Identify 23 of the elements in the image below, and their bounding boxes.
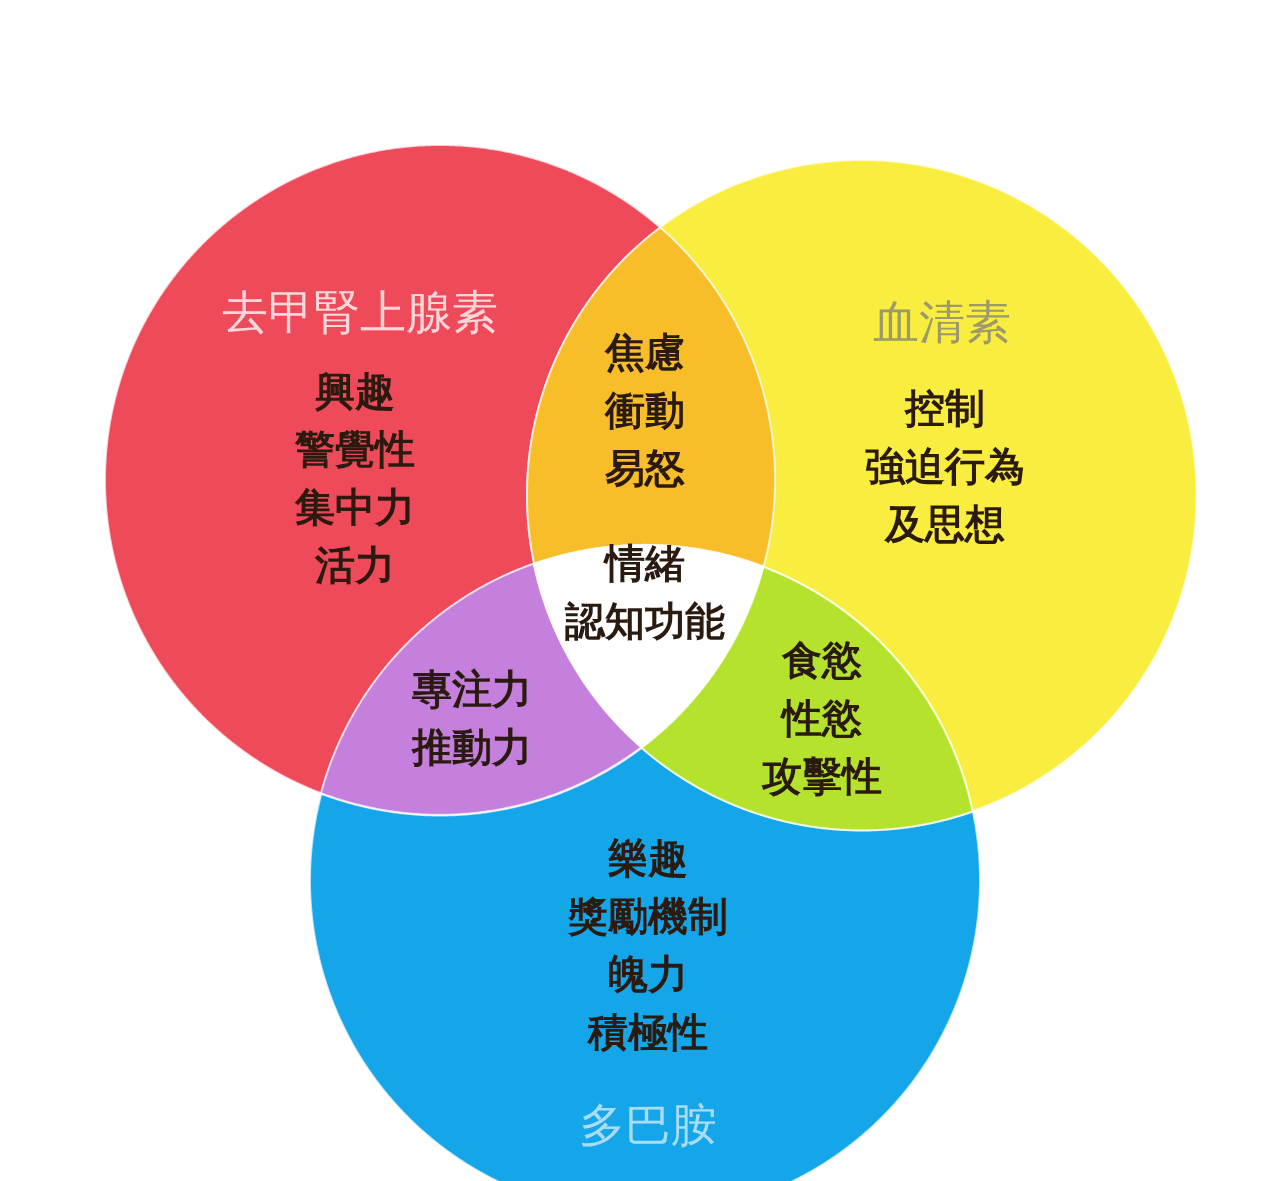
trait-label: 易怒 [605,444,685,493]
trait-label: 警覺性 [295,425,415,474]
trait-label: 認知功能 [565,597,725,646]
trait-label: 活力 [315,541,395,590]
circle-title: 多巴胺 [579,1097,717,1153]
trait-label: 控制 [903,384,986,433]
circle-title: 去甲腎上腺素 [222,284,498,340]
trait-label: 集中力 [295,483,415,532]
trait-label: 情緒 [605,539,685,588]
trait-label: 焦慮 [605,328,685,377]
circle-title: 血清素 [873,294,1011,350]
trait-label: 食慾 [782,636,862,685]
trait-label: 積極性 [588,1008,708,1057]
trait-label: 攻擊性 [762,752,882,801]
trait-label: 性慾 [782,694,862,743]
trait-label: 樂趣 [608,834,688,883]
trait-label: 強迫行為及思想 [864,442,1026,549]
trait-label: 衝動 [605,386,685,435]
trait-label: 推動力 [412,723,532,772]
trait-label: 魄力 [608,950,688,999]
trait-label: 專注力 [412,665,532,714]
trait-label: 興趣 [315,367,395,416]
trait-label: 獎勵機制 [568,892,728,941]
